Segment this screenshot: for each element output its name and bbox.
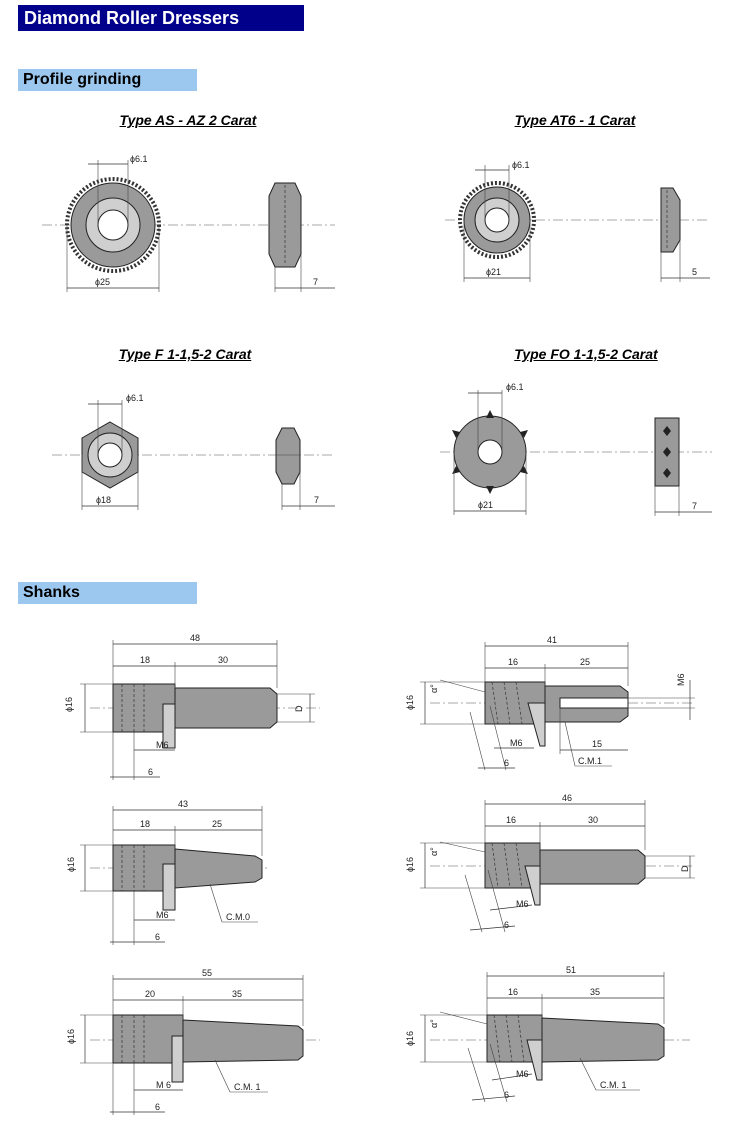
shank1-head: 18 — [140, 655, 150, 665]
shank3-taper: C.M.0 — [226, 912, 250, 922]
shank4-thread: M6 — [516, 899, 529, 909]
shank-drawing-1: 48 18 30 ɸ16 D M6 6 — [64, 633, 320, 780]
shank-drawing-5: 55 20 35 ɸ16 M 6 6 C.M. 1 — [66, 968, 320, 1115]
shank3-total: 43 — [178, 799, 188, 809]
shank6-angle: α° — [429, 1019, 439, 1028]
shank4-dia: ɸ16 — [405, 857, 415, 872]
shank3-dia: ɸ16 — [66, 857, 76, 872]
shank1-offset: 6 — [148, 767, 153, 777]
shank-drawing-6: 51 16 35 ɸ16 α° M6 6 C.M. 1 — [405, 965, 690, 1103]
shank-drawing-3: 43 18 25 ɸ16 M6 6 C.M.0 — [66, 799, 270, 945]
page-title: Diamond Roller Dressers — [18, 5, 304, 31]
shank4-angle: α° — [429, 847, 439, 856]
shank5-total: 55 — [202, 968, 212, 978]
bore-label-as: ɸ6.1 — [130, 154, 147, 164]
section-shanks: Shanks — [18, 582, 197, 604]
width-label-at6: 5 — [692, 267, 697, 277]
shank1-end: D — [294, 705, 304, 712]
shank4-head: 16 — [506, 815, 516, 825]
shank2-total: 41 — [547, 635, 557, 645]
type-title-as-az: Type AS - AZ 2 Carat — [119, 112, 257, 128]
section-profile-grinding: Profile grinding — [18, 69, 197, 91]
dia-label-at6: ɸ21 — [486, 267, 501, 277]
shank3-offset: 6 — [155, 932, 160, 942]
drawing-type-at6: ɸ6.1 ɸ21 5 — [445, 160, 710, 282]
bore-label-f: ɸ6.1 — [126, 393, 143, 403]
shank5-dia: ɸ16 — [66, 1029, 76, 1044]
shank6-total: 51 — [566, 965, 576, 975]
shank2-thread: M6 — [510, 738, 523, 748]
shank4-total: 46 — [562, 793, 572, 803]
drawing-type-as-az: ɸ6.1 ɸ25 7 — [42, 154, 335, 292]
shank2-offset: 6 — [504, 758, 509, 768]
shank6-body: 35 — [590, 987, 600, 997]
shank5-body: 35 — [232, 989, 242, 999]
shank5-offset: 6 — [155, 1102, 160, 1112]
width-label-fo: 7 — [692, 501, 697, 511]
bore-label-at6: ɸ6.1 — [512, 160, 529, 170]
shank4-end: D — [680, 865, 690, 872]
shank4-offset: 6 — [504, 920, 509, 930]
shank6-taper: C.M. 1 — [600, 1080, 627, 1090]
shank6-offset: 6 — [504, 1090, 509, 1100]
shank6-dia: ɸ16 — [405, 1031, 415, 1046]
width-label-f: 7 — [314, 495, 319, 505]
shank5-taper: C.M. 1 — [234, 1082, 261, 1092]
dia-label-f: ɸ18 — [96, 495, 111, 505]
shank5-thread: M 6 — [156, 1080, 171, 1090]
shank-drawing-4: 46 16 30 ɸ16 α° D M6 6 — [405, 793, 695, 933]
shank6-thread: M6 — [516, 1069, 529, 1079]
drawing-type-f: ɸ6.1 ɸ18 7 — [52, 393, 335, 510]
shank2-dia: ɸ16 — [405, 695, 415, 710]
shank1-thread: M6 — [156, 740, 169, 750]
shank3-body: 25 — [212, 819, 222, 829]
shank2-angle: α° — [429, 684, 439, 693]
shank1-dia: ɸ16 — [64, 697, 74, 712]
dia-label-as: ɸ25 — [95, 277, 110, 287]
shank2-head: 16 — [508, 657, 518, 667]
shank1-body: 30 — [218, 655, 228, 665]
shank2-taper: C.M.1 — [578, 756, 602, 766]
shank4-body: 30 — [588, 815, 598, 825]
type-title-at6: Type AT6 - 1 Carat — [514, 112, 636, 128]
shank2-end: M6 — [676, 673, 686, 686]
shank3-thread: M6 — [156, 910, 169, 920]
bore-label-fo: ɸ6.1 — [506, 382, 523, 392]
shank3-head: 18 — [140, 819, 150, 829]
type-title-f: Type F 1-1,5-2 Carat — [118, 346, 252, 362]
width-label-as: 7 — [313, 277, 318, 287]
shank2-sub: 15 — [592, 739, 602, 749]
shank6-head: 16 — [508, 987, 518, 997]
type-title-fo: Type FO 1-1,5-2 Carat — [514, 346, 658, 362]
shank1-total: 48 — [190, 633, 200, 643]
shank5-head: 20 — [145, 989, 155, 999]
dia-label-fo: ɸ21 — [478, 500, 493, 510]
shank2-body: 25 — [580, 657, 590, 667]
shank-drawing-2: 41 16 25 ɸ16 α° M6 15 M6 6 C.M.1 — [405, 635, 695, 771]
drawing-type-fo: ɸ6.1 ɸ21 7 — [440, 382, 712, 516]
